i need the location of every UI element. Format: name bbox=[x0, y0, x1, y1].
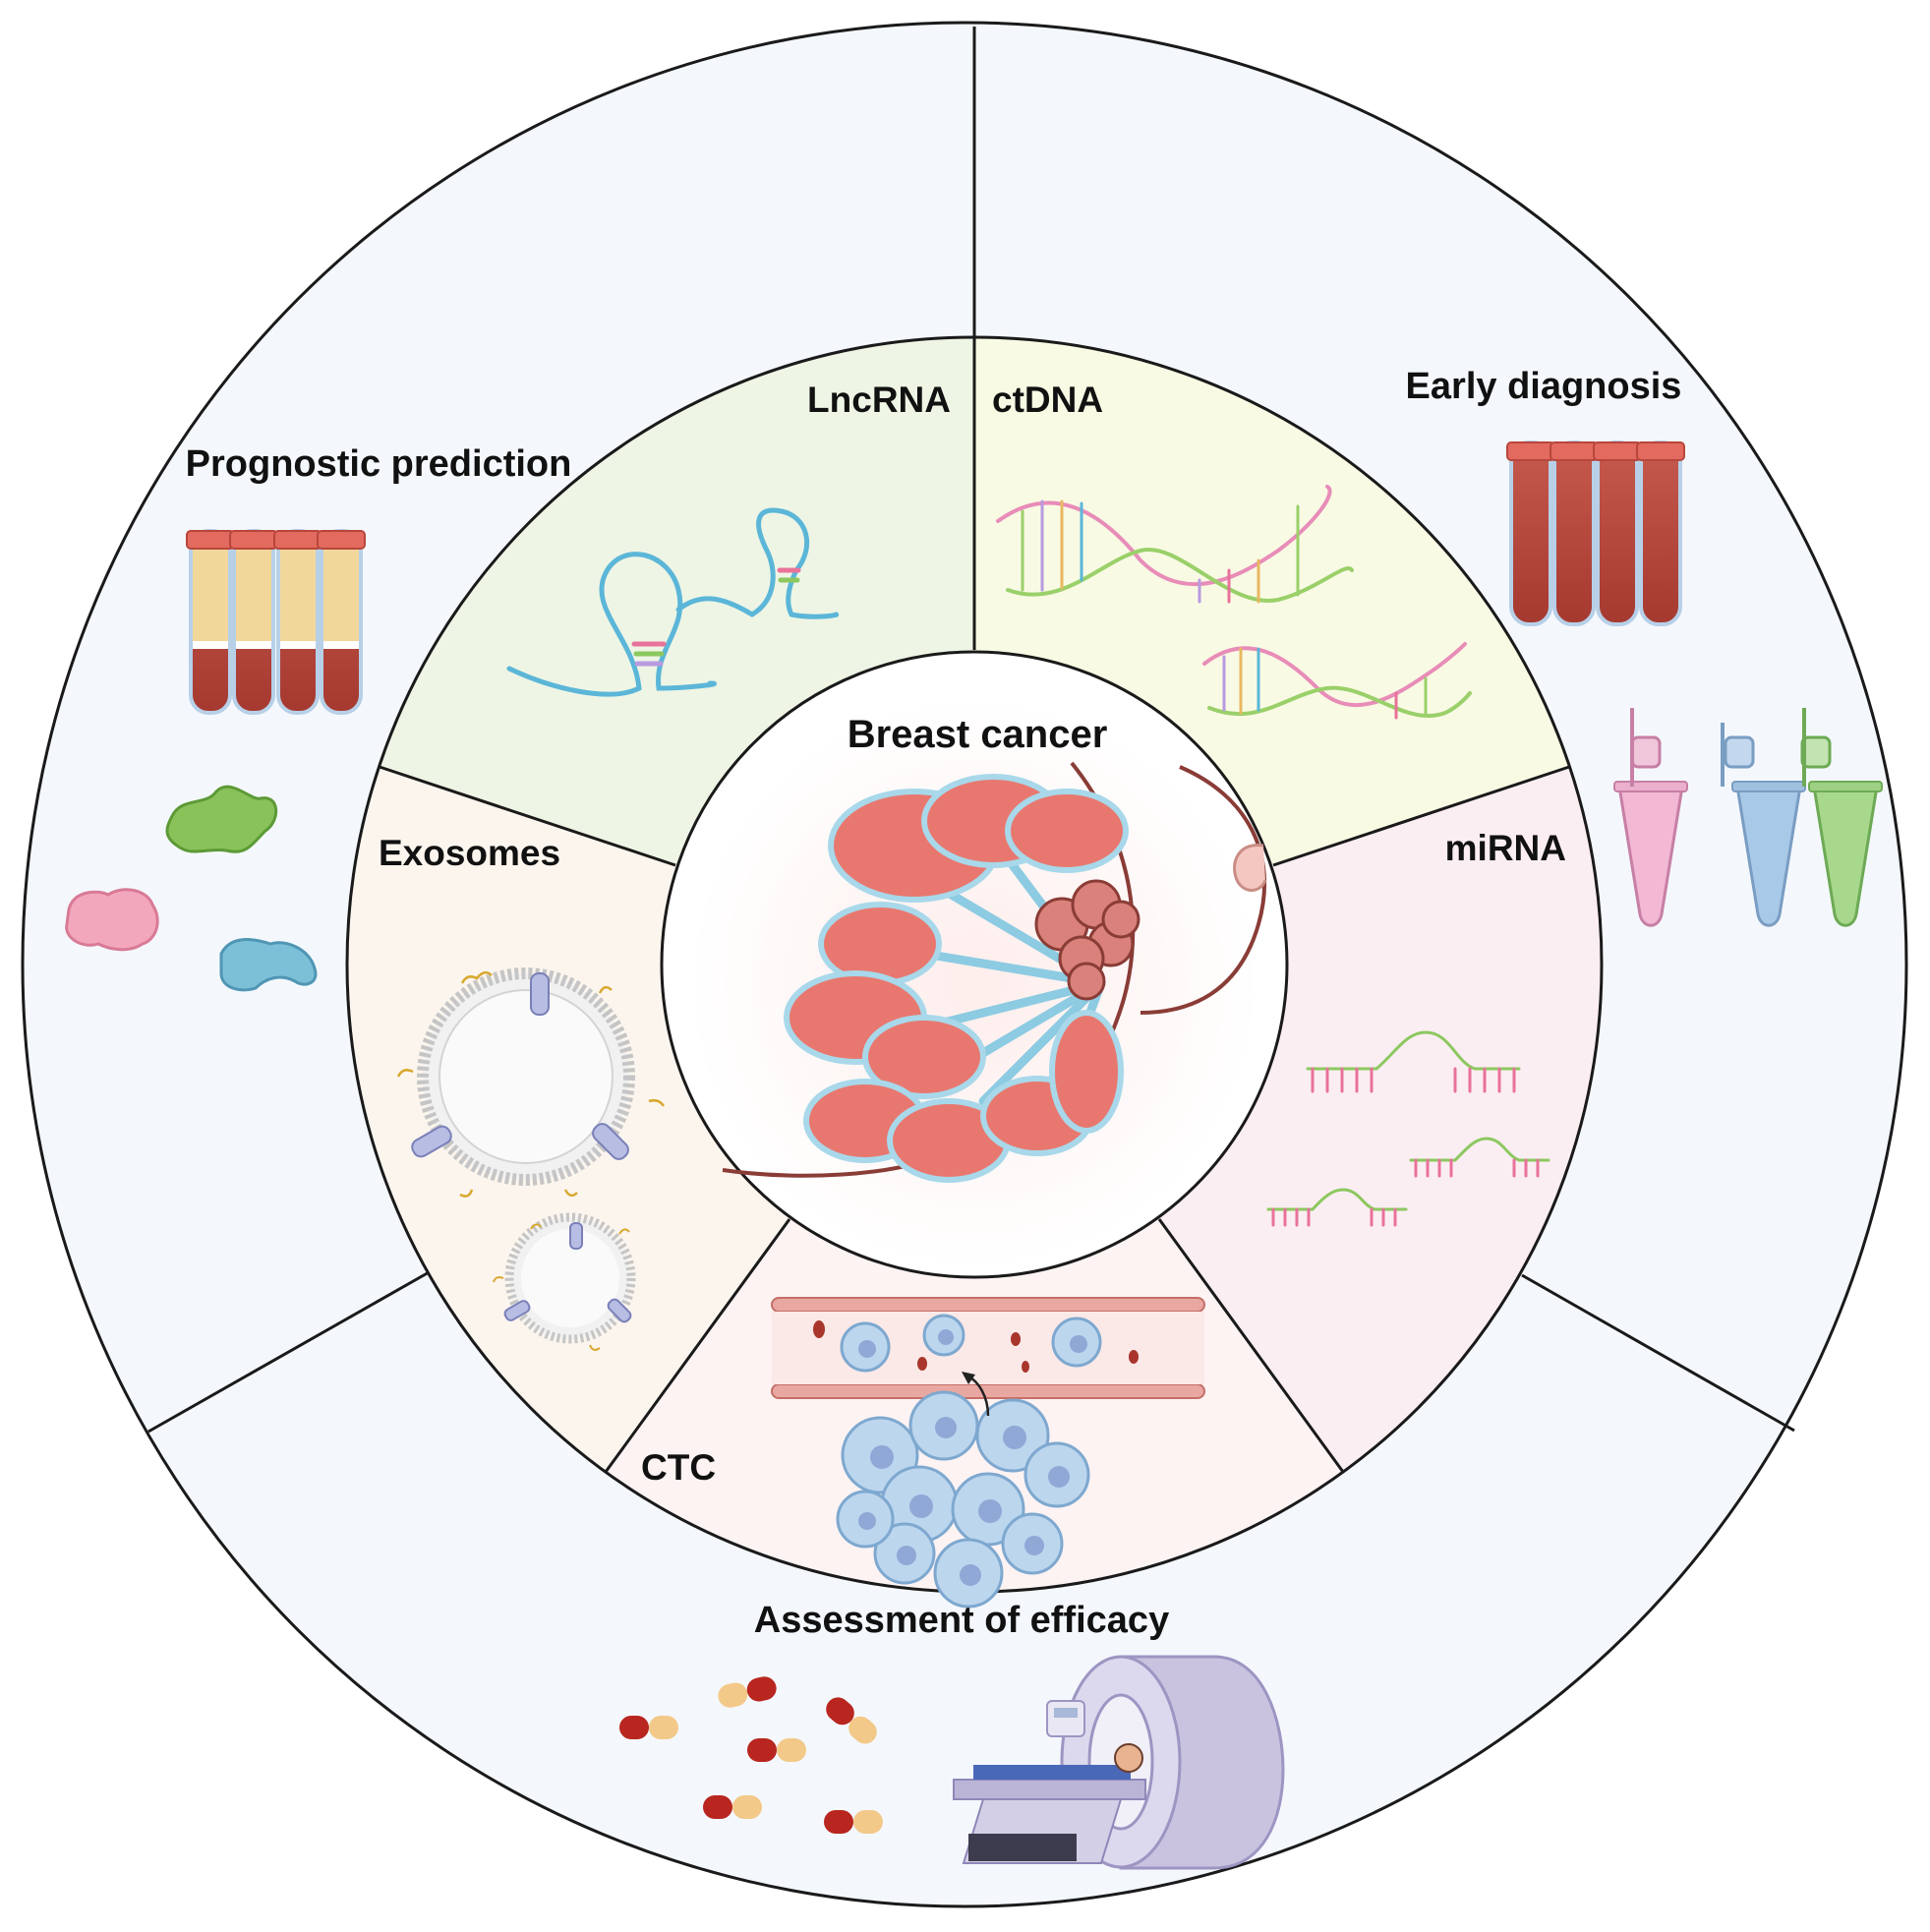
red-blood-cells-icon bbox=[813, 1320, 1139, 1373]
mirna-icon bbox=[1266, 1030, 1550, 1227]
blood-tubes-icon bbox=[1506, 440, 1685, 626]
lobules-icon bbox=[784, 774, 1129, 1183]
exosomes-label: Exosomes bbox=[379, 833, 560, 873]
pcr-tubes-icon bbox=[1613, 708, 1883, 927]
exosome-small-icon bbox=[493, 1212, 636, 1351]
mirna-label: miRNA bbox=[1445, 828, 1566, 868]
ctdna-helix-icon bbox=[996, 485, 1472, 720]
tumor-icon bbox=[1034, 879, 1140, 1001]
efficacy-label: Assessment of efficacy bbox=[754, 1600, 1169, 1641]
capsules-icon bbox=[619, 1676, 883, 1834]
inner-divider-bottom-right bbox=[1157, 1218, 1345, 1473]
tumor-cell-nuclei-icon bbox=[858, 1329, 1087, 1586]
mri-scanner-icon bbox=[953, 1655, 1285, 1870]
plasma-tubes-icon bbox=[186, 529, 366, 715]
blood-vessel-icon bbox=[771, 1297, 1205, 1399]
lncrna-strands-icon bbox=[506, 507, 840, 697]
arrow-head-icon bbox=[962, 1372, 975, 1384]
breast-side-outline bbox=[1140, 765, 1267, 1015]
exosome-large-icon bbox=[396, 967, 666, 1198]
prognostic-label: Prognostic prediction bbox=[186, 443, 572, 485]
center-circle bbox=[660, 650, 1289, 1279]
proteins-icon bbox=[65, 785, 318, 992]
ctdna-label: ctDNA bbox=[992, 380, 1103, 420]
patient-icon bbox=[973, 1765, 1131, 1780]
ctc-label: CTC bbox=[641, 1447, 716, 1488]
nipple-icon bbox=[1233, 843, 1267, 892]
inner-divider-right bbox=[1272, 765, 1570, 867]
outer-divider-left bbox=[147, 1269, 432, 1434]
center-title: Breast cancer bbox=[848, 713, 1108, 756]
early-diagnosis-label: Early diagnosis bbox=[1406, 366, 1682, 407]
outer-divider-right bbox=[1521, 1273, 1795, 1433]
inner-divider-left bbox=[379, 765, 676, 867]
lncrna-label: LncRNA bbox=[807, 380, 951, 420]
inner-divider-bottom-left bbox=[604, 1218, 791, 1473]
